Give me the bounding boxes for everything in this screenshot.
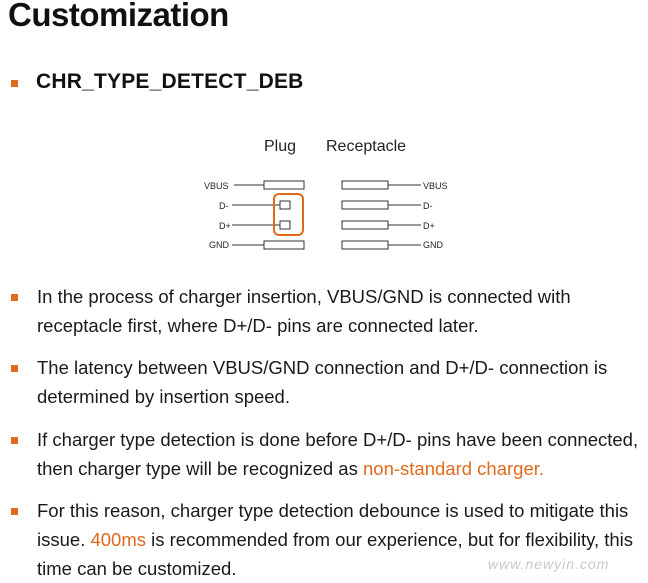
paragraph-2: The latency between VBUS/GND connection … bbox=[37, 353, 647, 411]
paragraph-4: For this reason, charger type detection … bbox=[37, 496, 647, 583]
paragraph-1-line-1: In the process of charger insertion, VBU… bbox=[37, 286, 571, 307]
receptacle-pin-dminus: D- bbox=[423, 201, 433, 211]
paragraph-2-line-2: determined by insertion speed. bbox=[37, 386, 290, 407]
plug-pin-rect-dplus bbox=[279, 220, 291, 230]
paragraph-3: If charger type detection is done before… bbox=[37, 425, 647, 483]
plug-pin-dplus: D+ bbox=[219, 221, 231, 231]
bullet-1 bbox=[11, 294, 18, 301]
plug-pin-rect-vbus bbox=[263, 180, 305, 190]
plug-pin-gnd: GND bbox=[209, 240, 230, 250]
paragraph-4-line-3: time can be customized. bbox=[37, 558, 237, 579]
bullet-4 bbox=[11, 508, 18, 515]
section-heading: CHR_TYPE_DETECT_DEB bbox=[36, 70, 304, 93]
400ms-highlight: 400ms bbox=[90, 529, 146, 550]
receptacle-pin-rect-dplus bbox=[341, 220, 389, 230]
paragraph-3-text: then charger type will be recognized as bbox=[37, 458, 363, 479]
paragraph-3-line-1: If charger type detection is done before… bbox=[37, 429, 639, 450]
bullet-2 bbox=[11, 365, 18, 372]
plug-pin-rect-dminus bbox=[279, 200, 291, 210]
receptacle-label: Receptacle bbox=[326, 138, 406, 155]
watermark: www.newyin.com bbox=[488, 556, 610, 572]
bullet-3 bbox=[11, 437, 18, 444]
plug-label: Plug bbox=[264, 138, 296, 155]
receptacle-pin-rect-dminus bbox=[341, 200, 389, 210]
receptacle-pin-gnd: GND bbox=[423, 240, 444, 250]
paragraph-2-line-1: The latency between VBUS/GND connection … bbox=[37, 357, 608, 378]
plug-pin-vbus: VBUS bbox=[204, 181, 229, 191]
receptacle-pin-rect-vbus bbox=[341, 180, 389, 190]
plug-pin-dminus: D- bbox=[219, 201, 229, 211]
page-title: Customization bbox=[8, 0, 229, 33]
non-standard-charger-highlight: non-standard charger. bbox=[363, 458, 545, 479]
plug-pin-rect-gnd bbox=[263, 240, 305, 250]
paragraph-4-text-before: issue. bbox=[37, 529, 91, 550]
paragraph-1: In the process of charger insertion, VBU… bbox=[37, 282, 647, 340]
paragraph-1-line-2: receptacle first, where D+/D- pins are c… bbox=[37, 315, 479, 336]
receptacle-pin-vbus: VBUS bbox=[423, 181, 448, 191]
highlight-box bbox=[273, 193, 304, 236]
paragraph-4-text-after: is recommended from our experience, but … bbox=[146, 529, 634, 550]
paragraph-4-line-2: issue. 400ms is recommended from our exp… bbox=[37, 525, 647, 554]
connector-diagram: Plug Receptacle VBUS D- D+ GND VBUS D- D… bbox=[204, 138, 448, 250]
paragraph-3-line-2: then charger type will be recognized as … bbox=[37, 454, 647, 483]
receptacle-pin-dplus: D+ bbox=[423, 221, 435, 231]
paragraph-4-line-1: For this reason, charger type detection … bbox=[37, 500, 629, 521]
receptacle-pin-rect-gnd bbox=[341, 240, 389, 250]
heading-bullet bbox=[11, 80, 18, 87]
